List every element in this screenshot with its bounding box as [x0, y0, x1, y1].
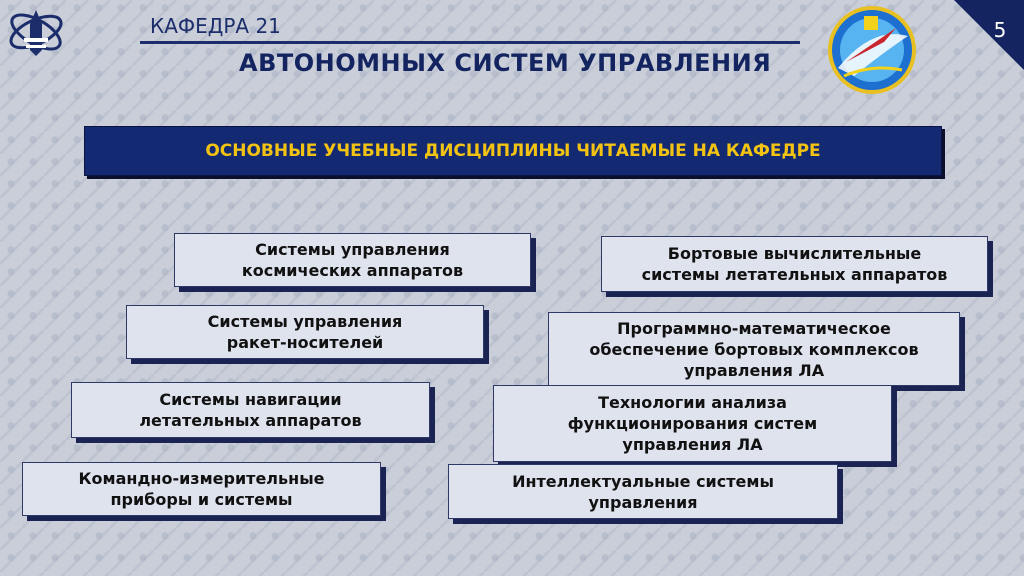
department-name: АВТОНОМНЫХ СИСТЕМ УПРАВЛЕНИЯ — [239, 49, 772, 77]
discipline-item: Интеллектуальные системы управления — [448, 464, 838, 519]
discipline-item: Системы управления космических аппаратов — [174, 233, 531, 287]
page-corner-triangle — [954, 0, 1024, 70]
discipline-item: Программно-математическое обеспечение бо… — [548, 312, 960, 386]
discipline-item: Системы навигации летательных аппаратов — [71, 382, 430, 438]
page-number: 5 — [993, 18, 1007, 42]
discipline-item: Системы управления ракет-носителей — [126, 305, 484, 359]
disciplines-banner: ОСНОВНЫЕ УЧЕБНЫЕ ДИСЦИПЛИНЫ ЧИТАЕМЫЕ НА … — [84, 126, 942, 176]
banner-title: ОСНОВНЫЕ УЧЕБНЫЕ ДИСЦИПЛИНЫ ЧИТАЕМЫЕ НА … — [205, 141, 821, 161]
header-divider — [140, 41, 800, 44]
discipline-item: Бортовые вычислительные системы летатель… — [601, 236, 988, 292]
university-logo-icon — [9, 10, 63, 56]
department-number: КАФЕДРА 21 — [150, 14, 281, 38]
discipline-item: Технологии анализа функционирования сист… — [493, 385, 892, 462]
department-emblem-icon — [828, 6, 916, 94]
discipline-item: Командно-измерительные приборы и системы — [22, 462, 381, 516]
